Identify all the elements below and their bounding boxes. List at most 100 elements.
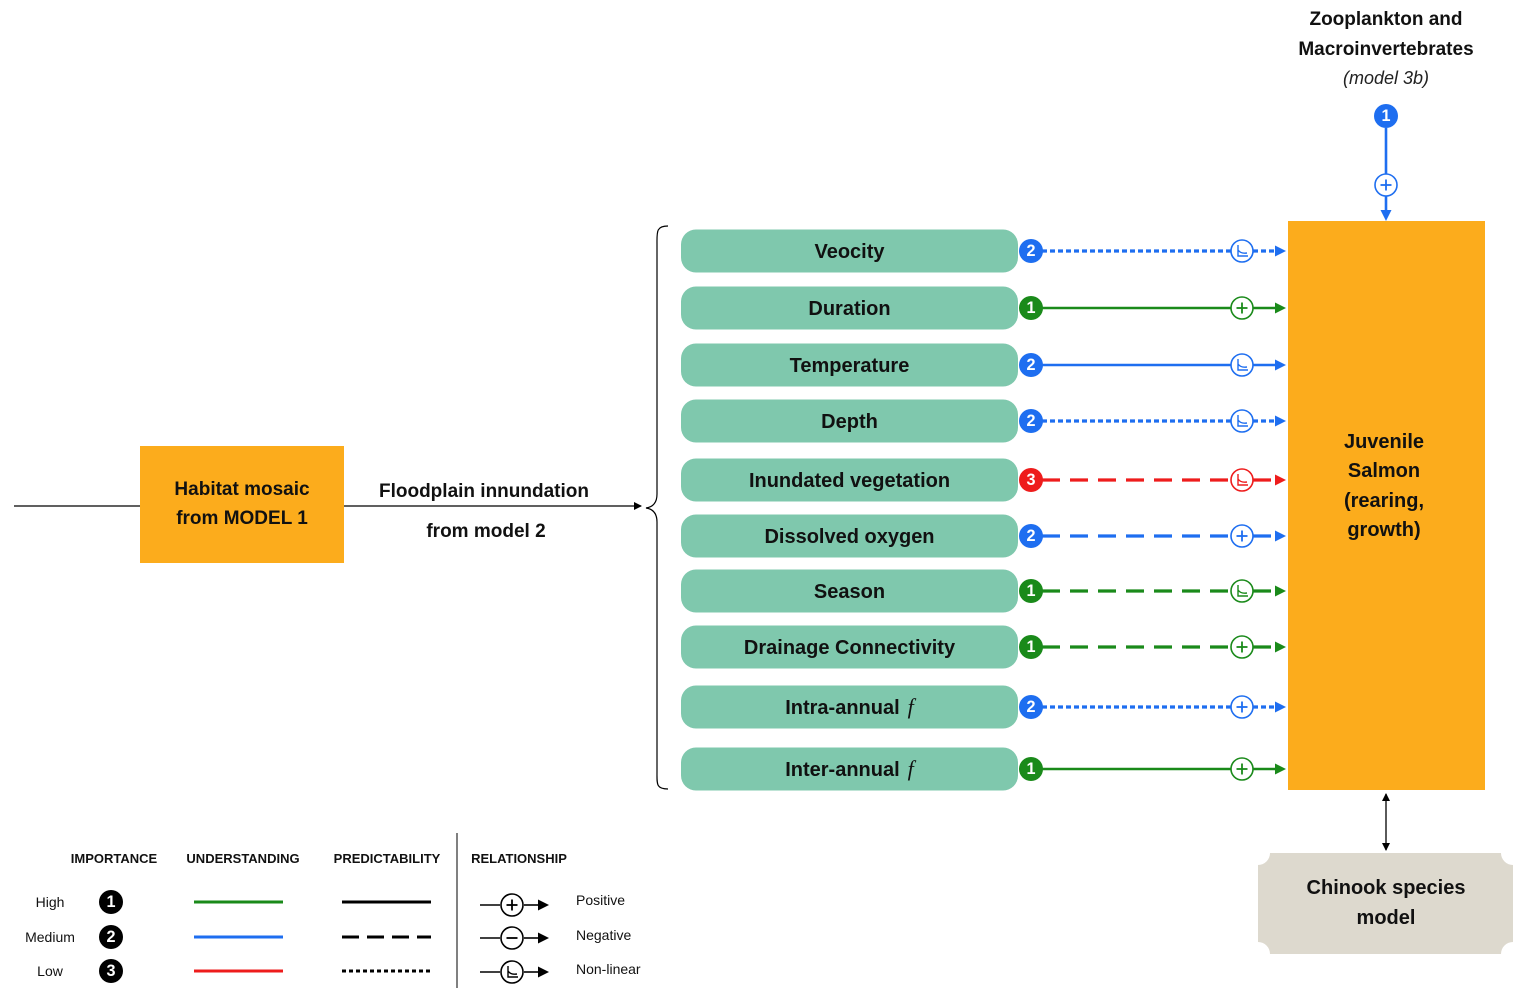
factor-row: Season 1 [681,569,1286,613]
legend-importance-badge: 1 [99,890,123,914]
legend-level-label: Low [37,963,64,979]
legend-relationship-arrowhead [538,966,549,978]
importance-badge: 2 [1019,695,1043,719]
factor-row: Duration 1 [681,286,1286,330]
legend-relationship-label: Positive [576,892,625,908]
importance-badge: 1 [1019,296,1043,320]
legend-relationship-row: Positive [480,892,625,917]
salmon-label-line4: growth) [1347,519,1420,541]
nonlinear-relationship-icon [1230,468,1254,492]
legend: IMPORTANCE UNDERSTANDING PREDICTABILITY … [25,833,641,988]
factor-box [681,685,1018,729]
importance-badge: 1 [1019,757,1043,781]
factor-row: Inundated vegetation 3 [681,458,1286,502]
importance-badge-number: 2 [1026,698,1035,716]
factor-arrowhead [1275,701,1286,713]
factor-arrowhead [1275,641,1286,653]
factor-arrowhead [1275,530,1286,542]
factor-label: Depth [821,411,878,433]
legend-nonlinear-icon [500,960,524,984]
factor-box [681,343,1018,387]
factor-box [681,399,1018,443]
zooplankton-importance-badge-number: 1 [1381,107,1390,125]
legend-importance-badge-number: 1 [106,893,115,911]
zooplankton-model-label: (model 3b) [1343,68,1429,88]
factors-brace [645,225,669,790]
importance-badge-number: 3 [1026,471,1035,489]
factor-label-text: Dissolved oxygen [764,526,934,548]
habitat-mosaic-box [140,446,344,563]
factor-arrowhead [1275,763,1286,775]
factor-arrowhead [1275,359,1286,371]
factor-label-text: Inundated vegetation [749,470,950,492]
legend-positive-icon [500,893,524,917]
factor-label-text: Duration [808,298,890,320]
legend-relationship-row: Non-linear [480,960,641,984]
salmon-label-line1: Juvenile [1344,431,1424,453]
factor-label-text: Temperature [790,355,910,377]
factor-arrowhead [1275,302,1286,314]
factor-label-function-symbol: f [908,756,917,781]
importance-badge: 2 [1019,409,1043,433]
floodplain-label-line1: Floodplain innundation [379,481,589,502]
nonlinear-relationship-icon [1230,239,1254,263]
factor-label: Drainage Connectivity [744,637,956,659]
legend-importance-badge-number: 3 [106,962,115,980]
factor-label-function-symbol: f [908,694,917,719]
factor-label: Inundated vegetation [749,470,950,492]
factor-arrowhead [1275,245,1286,257]
factor-label: Veocity [814,241,885,263]
positive-relationship-icon [1230,635,1254,659]
positive-relationship-icon [1230,524,1254,548]
legend-relationship-label: Negative [576,927,631,943]
importance-badge-number: 1 [1026,760,1035,778]
factor-arrowhead [1275,474,1286,486]
factor-box [681,286,1018,330]
legend-importance-badge: 3 [99,959,123,983]
factor-box [681,747,1018,791]
importance-badge-number: 2 [1026,242,1035,260]
legend-header-predictability: PREDICTABILITY [334,851,441,866]
chinook-label-line1: Chinook species [1307,877,1466,899]
habitat-mosaic-label-line1: Habitat mosaic [174,479,310,500]
factor-box [681,458,1018,502]
factor-label-text: Depth [821,411,878,433]
factor-label: Dissolved oxygen [764,526,934,548]
salmon-label-line3: (rearing, [1344,490,1424,512]
nonlinear-relationship-icon [1230,409,1254,433]
importance-badge: 2 [1019,353,1043,377]
factor-label: Duration [808,298,890,320]
nonlinear-relationship-icon [1230,579,1254,603]
chinook-model-box [1258,853,1513,954]
factor-row: Dissolved oxygen 2 [681,514,1286,558]
importance-badge-number: 1 [1026,638,1035,656]
legend-level-label: Medium [25,929,75,945]
floodplain-label-line2: from model 2 [426,521,545,542]
importance-badge: 1 [1019,579,1043,603]
factor-label: Temperature [790,355,910,377]
factor-row: Depth 2 [681,399,1286,443]
factor-box [681,229,1018,273]
factor-arrowhead [1275,415,1286,427]
legend-negative-icon [500,926,524,950]
salmon-label-line2: Salmon [1348,460,1420,482]
importance-badge-number: 2 [1026,356,1035,374]
legend-header-understanding: UNDERSTANDING [186,851,299,866]
juvenile-salmon-box [1288,221,1485,790]
legend-relationship-label: Non-linear [576,961,641,977]
zooplankton-arrowhead [1380,210,1392,221]
zooplankton-importance-badge: 1 [1374,104,1398,128]
factor-box [681,625,1018,669]
importance-badge-number: 2 [1026,527,1035,545]
legend-relationship-row: Negative [480,926,631,950]
legend-level-row: Low 3 [37,959,431,983]
factor-label-text: Veocity [814,241,885,263]
factor-label: Season [814,581,885,603]
